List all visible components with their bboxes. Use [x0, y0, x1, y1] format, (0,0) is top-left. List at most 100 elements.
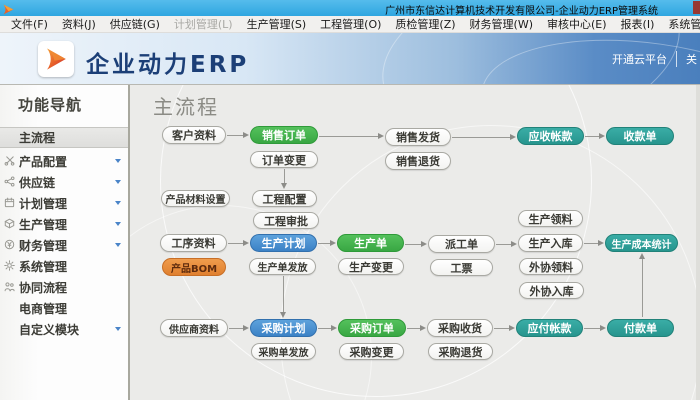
sidebar-item[interactable]: 协同流程: [0, 277, 128, 297]
flow-node-eng-config[interactable]: 工程配置: [252, 190, 317, 207]
flow-node-po-release[interactable]: 采购单发放: [251, 343, 316, 360]
menu-item[interactable]: 文件(F): [11, 18, 48, 31]
sidebar-item-label: 电商管理: [19, 301, 68, 316]
chevron-down-icon[interactable]: [115, 222, 121, 226]
flow-arrow: [227, 135, 243, 136]
menu-item[interactable]: 供应链(G): [109, 18, 160, 31]
menu-item[interactable]: 财务管理(W): [469, 18, 533, 31]
header-link[interactable]: 关: [676, 51, 700, 67]
flow-node-customer-info[interactable]: 客户资料: [162, 126, 226, 144]
flow-node-purchase-return[interactable]: 采购退货: [428, 343, 493, 360]
menu-item[interactable]: 报表(I): [620, 18, 655, 31]
flow-node-dispatch-order[interactable]: 派工单: [428, 235, 495, 253]
flow-node-outsource-instock[interactable]: 外协入库: [519, 282, 584, 299]
people-icon: [4, 281, 15, 292]
sidebar-item-label: 财务管理: [19, 238, 68, 253]
flow-arrow: [283, 276, 284, 312]
sidebar-item[interactable]: 自定义模块: [0, 319, 128, 339]
flow-node-purchase-receive[interactable]: 采购收货: [427, 319, 493, 337]
menu-item: 计划管理(L): [173, 18, 233, 31]
page-title: 主流程: [153, 95, 219, 119]
flow-node-supplier-info[interactable]: 供应商资料: [160, 319, 228, 337]
flow-node-purchase-plan[interactable]: 采购计划: [250, 319, 317, 337]
vertical-scrollbar[interactable]: [696, 85, 700, 400]
flow-arrow: [318, 243, 330, 244]
chevron-down-icon[interactable]: [115, 159, 121, 163]
share-icon: [4, 176, 15, 187]
sidebar-item-label: 系统管理: [19, 259, 68, 274]
flow-arrow: [511, 241, 517, 247]
sidebar-item[interactable]: 供应链: [0, 172, 128, 192]
flow-arrow: [599, 133, 605, 139]
flow-node-prod-order-release[interactable]: 生产单发放: [249, 258, 316, 275]
sidebar-item-label: 自定义模块: [19, 322, 80, 337]
sidebar-item[interactable]: 生产管理: [0, 214, 128, 234]
menu-item[interactable]: 工程管理(O): [320, 18, 382, 31]
menu-bar: 文件(F) 资料(J) 供应链(G) 计划管理(L) 生产管理(S) 工程管理(O) 质检管…: [0, 16, 700, 33]
flow-arrow: [494, 328, 509, 329]
menu-item[interactable]: 资料(J): [61, 18, 96, 31]
title-bar: 广州市东信达计算机技术开发有限公司-企业动力ERP管理系统: [0, 0, 700, 17]
flow-node-purchase-order[interactable]: 采购订单: [338, 319, 406, 337]
flow-arrow: [420, 325, 426, 331]
header-banner: 企业动力ERP 开通云平台关: [0, 33, 700, 85]
app-logo-icon: [2, 1, 15, 15]
menu-item[interactable]: 审核中心(E): [547, 18, 607, 31]
flow-node-work-ticket[interactable]: 工票: [430, 259, 493, 276]
main-area: 主流程 客户资料 销售订单订单变更 销售发货销售退货 应收帐款 收款单产品材料设置 工程配…: [130, 85, 700, 400]
flow-node-prod-picking[interactable]: 生产领料: [518, 210, 583, 227]
flow-arrow: [584, 243, 598, 244]
flow-arrow: [407, 328, 420, 329]
calendar-icon: [4, 197, 15, 208]
flow-arrow: [600, 325, 606, 331]
header-link[interactable]: 开通云平台: [612, 53, 667, 66]
flow-node-prod-order[interactable]: 生产单: [337, 234, 404, 252]
sidebar-item[interactable]: 主流程: [0, 127, 128, 148]
flow-arrow: [331, 325, 337, 331]
flow-node-payable[interactable]: 应付帐款: [516, 319, 583, 337]
flow-arrow: [452, 137, 510, 138]
titlebar-corner-button[interactable]: [693, 1, 700, 14]
menu-item[interactable]: 质检管理(Z): [395, 18, 456, 31]
flow-node-eng-approve[interactable]: 工程审批: [253, 212, 319, 229]
sidebar-item-label: 主流程: [19, 131, 56, 145]
flow-node-process-info[interactable]: 工序资料: [160, 234, 227, 252]
flow-node-order-change[interactable]: 订单变更: [250, 151, 318, 168]
sidebar-item[interactable]: 电商管理: [0, 298, 128, 318]
flow-node-receivable[interactable]: 应收帐款: [517, 127, 584, 145]
nav-title: 功能导航: [18, 96, 83, 114]
flow-arrow: [228, 243, 243, 244]
sidebar-item-label: 协同流程: [19, 280, 68, 295]
header-links: 开通云平台关: [603, 51, 700, 67]
flow-node-sales-order[interactable]: 销售订单: [250, 126, 318, 144]
flow-arrow: [243, 132, 249, 138]
chevron-down-icon[interactable]: [115, 180, 121, 184]
flow-node-prod-instock[interactable]: 生产入库: [518, 234, 583, 252]
coin-icon: [4, 239, 15, 250]
flow-node-sales-return[interactable]: 销售退货: [385, 152, 451, 170]
flow-node-prod-plan[interactable]: 生产计划: [250, 234, 317, 252]
chevron-down-icon[interactable]: [115, 201, 121, 205]
flow-node-outsource-picking[interactable]: 外协领料: [519, 258, 583, 275]
flow-node-product-material[interactable]: 产品材料设置: [161, 190, 230, 207]
flow-node-prod-change[interactable]: 生产变更: [338, 258, 404, 275]
flow-node-prod-cost-stat[interactable]: 生产成本统计: [605, 234, 678, 252]
flow-arrow: [243, 325, 249, 331]
flow-arrow: [229, 328, 243, 329]
gear-icon: [4, 260, 15, 271]
flow-node-purchase-change[interactable]: 采购变更: [339, 343, 404, 360]
flow-arrow: [642, 259, 643, 317]
flow-arrow: [405, 244, 421, 245]
flow-node-receipt[interactable]: 收款单: [606, 127, 674, 145]
menu-item[interactable]: 生产管理(S): [246, 18, 307, 31]
flow-node-payment[interactable]: 付款单: [607, 319, 674, 337]
flow-node-prod-bom[interactable]: 产品BOM: [162, 258, 226, 276]
menu-item[interactable]: 系统管理(X): [668, 18, 700, 31]
sidebar-item[interactable]: 财务管理: [0, 235, 128, 255]
sidebar-item[interactable]: 系统管理: [0, 256, 128, 276]
sidebar-item[interactable]: 计划管理: [0, 193, 128, 213]
chevron-down-icon[interactable]: [115, 327, 121, 331]
sidebar-item[interactable]: 产品配置: [0, 151, 128, 171]
flow-node-sales-delivery[interactable]: 销售发货: [385, 128, 451, 146]
chevron-down-icon[interactable]: [115, 243, 121, 247]
